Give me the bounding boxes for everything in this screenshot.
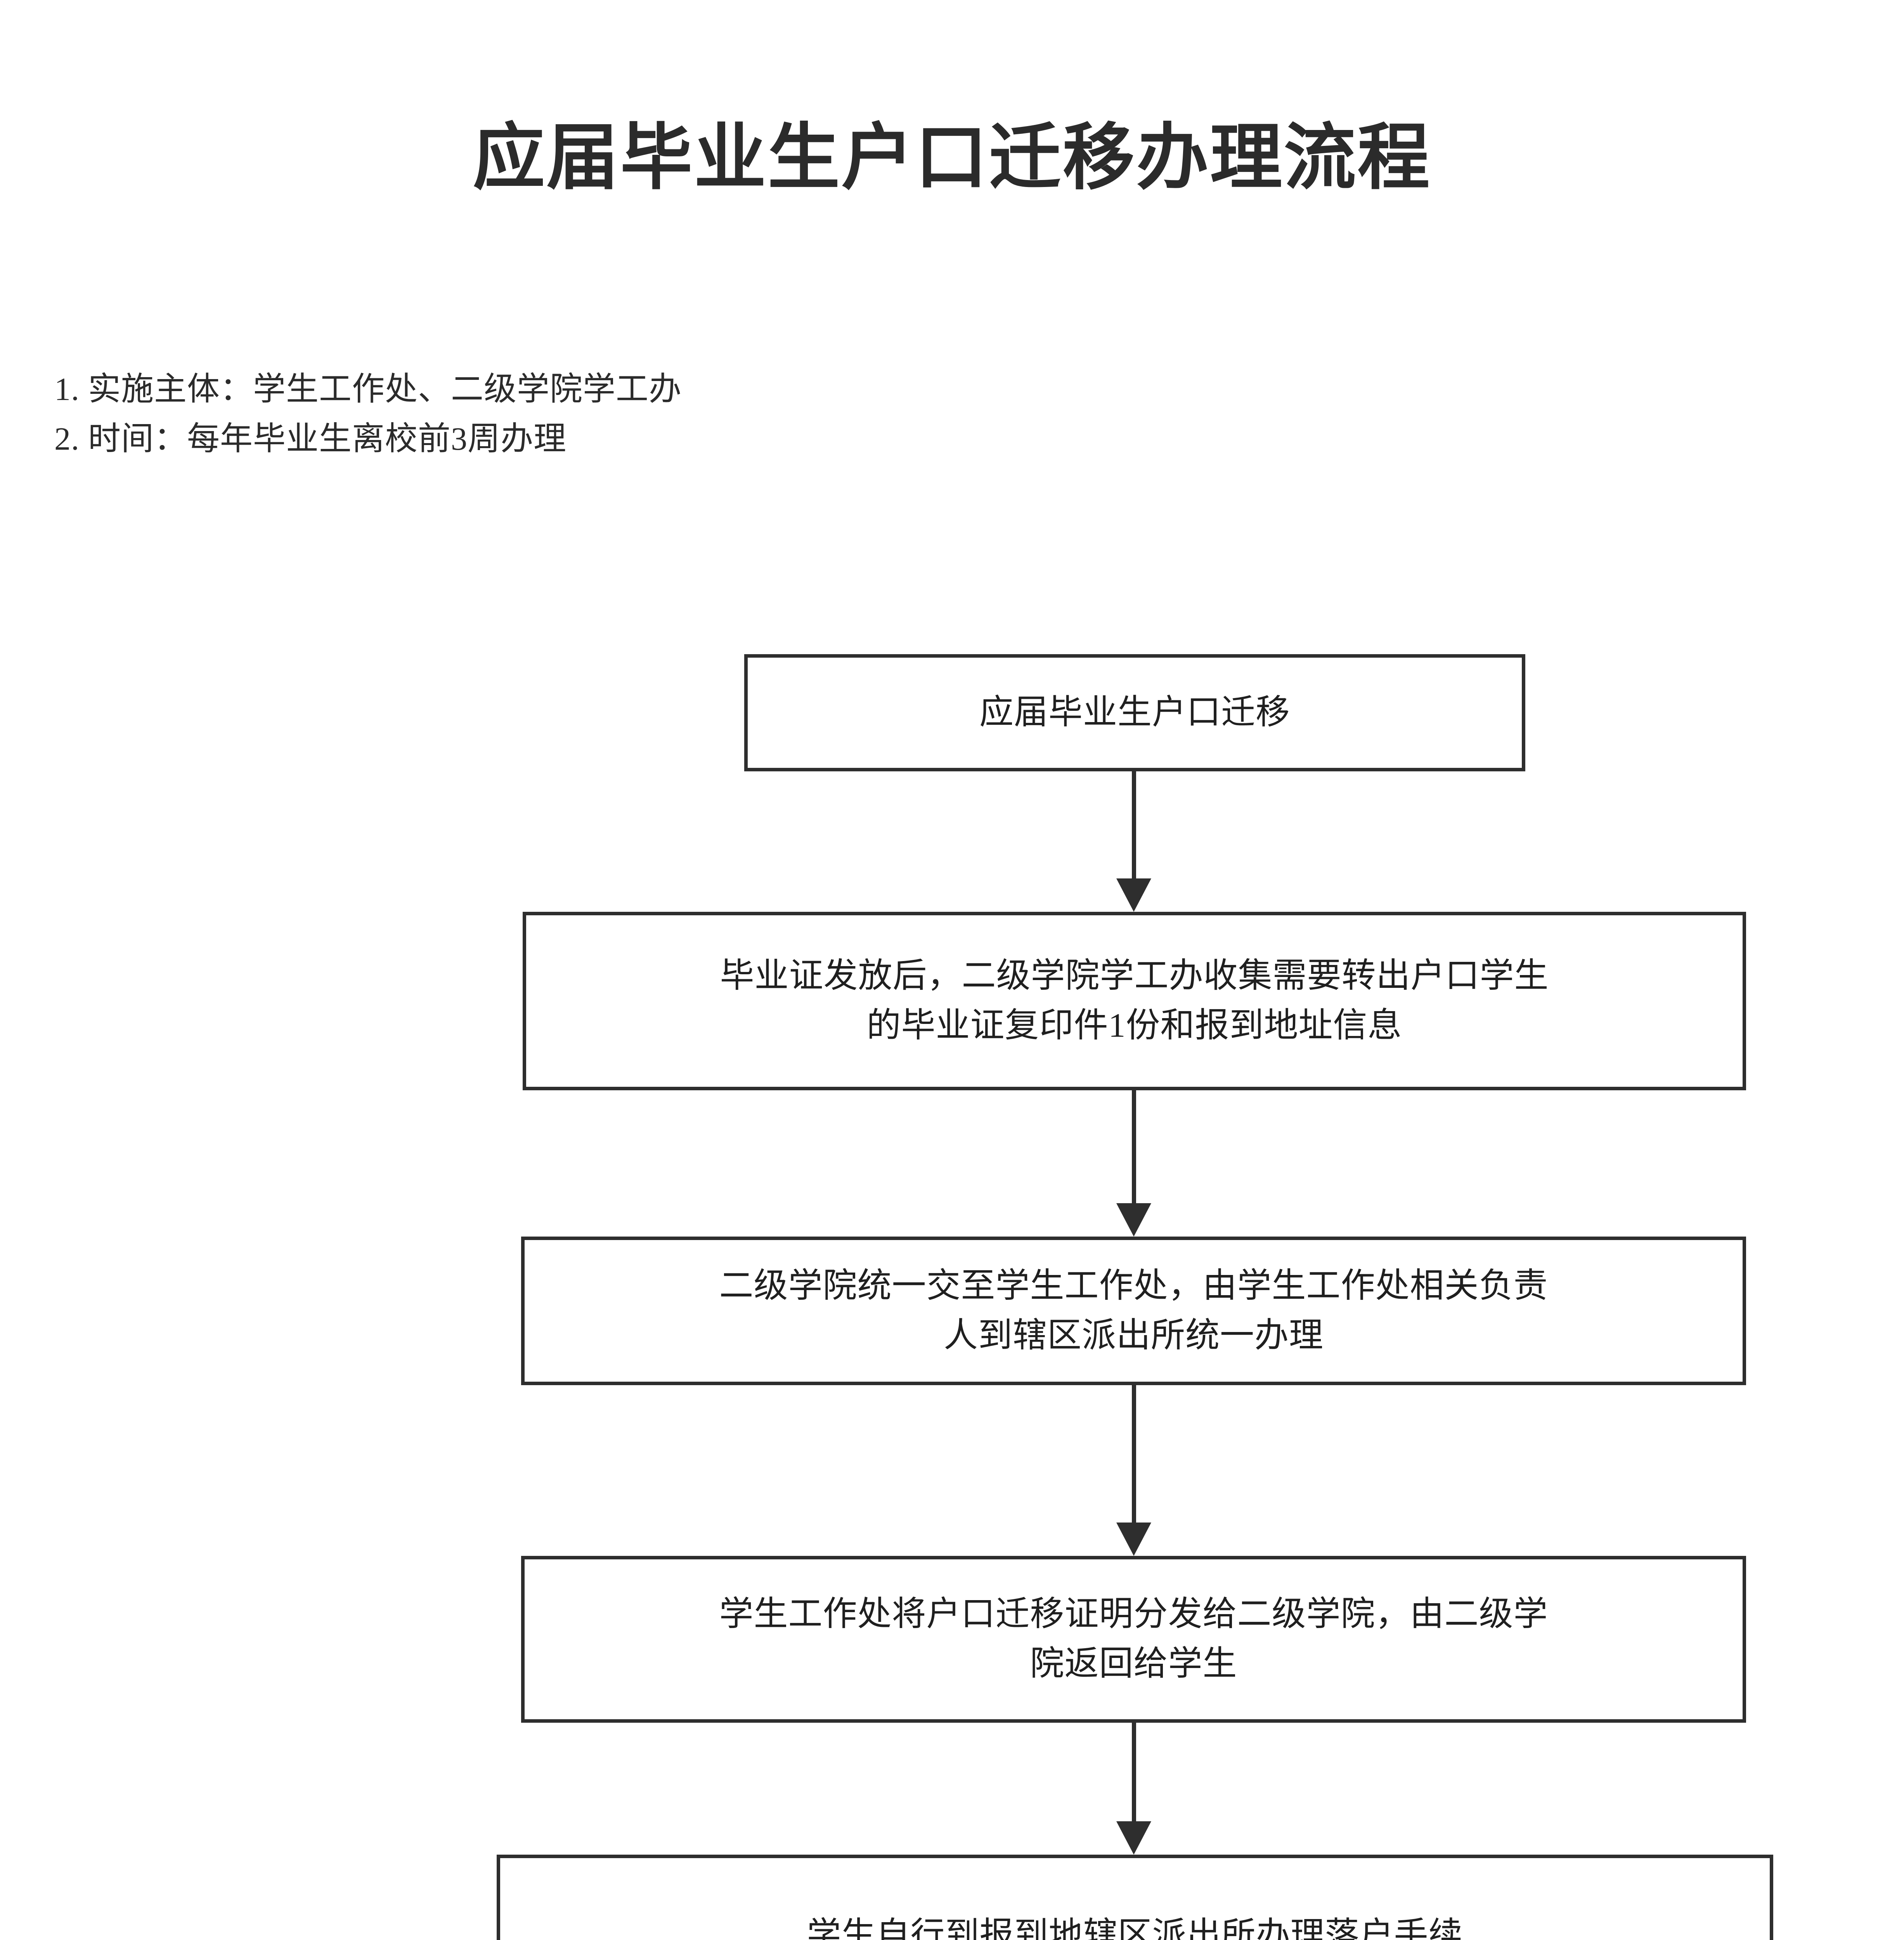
note-line-timing: 2. 时间：每年毕业生离校前3周办理 xyxy=(54,421,567,457)
flow-node-submit-to-police-station-line-2: 人到辖区派出所统一办理 xyxy=(943,1316,1324,1355)
intro-notes: 1. 实施主体：学生工作处、二级学院学工办 2. 时间：每年毕业生离校前3周办理 xyxy=(54,365,1451,464)
arrow-down-icon xyxy=(1116,1821,1151,1855)
flow-node-distribute-certificates-line-1: 学生工作处将户口迁移证明分发给二级学院，由二级学 xyxy=(719,1595,1548,1633)
arrow-down-icon xyxy=(1116,1203,1151,1237)
page-title: 应届毕业生户口迁移办理流程 xyxy=(473,118,1431,198)
flow-node-submit-to-police-station-text: 二级学院统一交至学生工作处，由学生工作处相关负责 人到辖区派出所统一办理 xyxy=(709,1261,1558,1360)
flow-node-submit-to-police-station: 二级学院统一交至学生工作处，由学生工作处相关负责 人到辖区派出所统一办理 xyxy=(521,1237,1746,1385)
arrow-down-icon xyxy=(1116,878,1151,912)
flow-node-start-text: 应届毕业生户口迁移 xyxy=(969,688,1300,738)
flow-node-collect-documents-text: 毕业证发放后，二级学院学工办收集需要转出户口学生 的毕业证复印件1份和报到地址信… xyxy=(710,951,1559,1050)
flow-edge-2-stem xyxy=(1132,1090,1136,1203)
flow-node-start: 应届毕业生户口迁移 xyxy=(744,654,1525,771)
flow-node-student-registers-text: 学生自行到报到地辖区派出所办理落户手续 xyxy=(797,1911,1473,1940)
note-line-implementing-body: 1. 实施主体：学生工作处、二级学院学工办 xyxy=(54,371,682,407)
flow-node-student-registers-line-1: 学生自行到报到地辖区派出所办理落户手续 xyxy=(807,1916,1463,1940)
flow-node-distribute-certificates-line-2: 院返回给学生 xyxy=(1030,1645,1237,1683)
flow-node-distribute-certificates: 学生工作处将户口迁移证明分发给二级学院，由二级学 院返回给学生 xyxy=(521,1556,1746,1723)
arrow-down-icon xyxy=(1116,1523,1151,1556)
flow-edge-4-stem xyxy=(1132,1723,1136,1821)
flow-edge-3-stem xyxy=(1132,1385,1136,1523)
flow-node-collect-documents-line-2: 的毕业证复印件1份和报到地址信息 xyxy=(866,1007,1402,1044)
flow-node-submit-to-police-station-line-1: 二级学院统一交至学生工作处，由学生工作处相关负责 xyxy=(719,1267,1548,1305)
flow-edge-1-stem xyxy=(1132,771,1136,878)
flow-node-collect-documents: 毕业证发放后，二级学院学工办收集需要转出户口学生 的毕业证复印件1份和报到地址信… xyxy=(523,912,1746,1090)
flow-node-start-line-1: 应届毕业生户口迁移 xyxy=(979,694,1290,732)
flow-node-student-registers: 学生自行到报到地辖区派出所办理落户手续 xyxy=(497,1855,1773,1940)
flow-node-distribute-certificates-text: 学生工作处将户口迁移证明分发给二级学院，由二级学 院返回给学生 xyxy=(709,1590,1558,1689)
flow-node-collect-documents-line-1: 毕业证发放后，二级学院学工办收集需要转出户口学生 xyxy=(720,957,1549,995)
